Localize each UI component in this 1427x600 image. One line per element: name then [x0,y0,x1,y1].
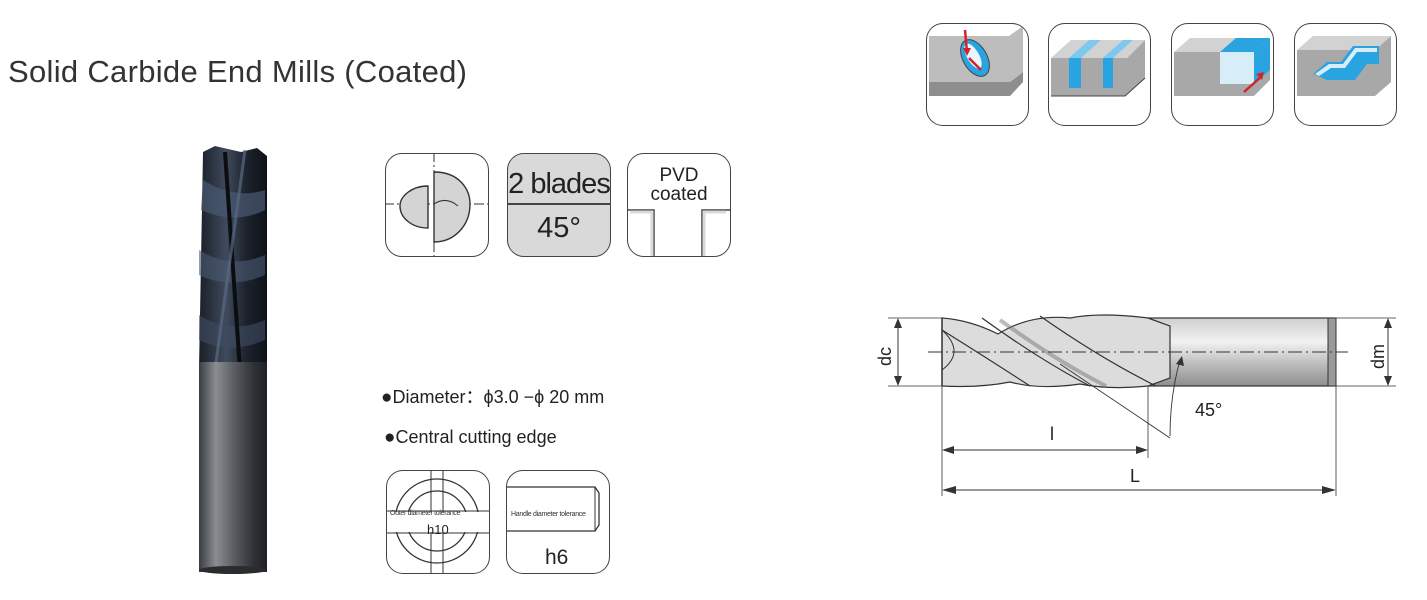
slotting-icon [1051,40,1146,97]
page-title: Solid Carbide End Mills (Coated) [8,54,468,89]
handle-diameter-icon [507,486,600,532]
blades-symbol: 2 blades 45° [507,153,611,257]
dc-label: dc [875,346,896,367]
diameter-text: Diameter：ϕ3.0 −ϕ 20 mm [392,387,605,407]
center-cut-symbol [385,153,489,257]
side-milling-icon [1174,38,1270,96]
handle-tolerance-caption: Handle diameter tolerance [511,511,586,518]
handle-tolerance-value: h6 [545,546,569,569]
overall-length-label: L [1130,466,1141,486]
central-cutting-feature: ●Central cutting edge [384,427,557,449]
application-slot-plunging [926,23,1029,126]
coating-symbol: PVD coated [627,153,731,257]
application-pocket-milling [1294,23,1397,126]
dm-label: dm [1368,343,1389,370]
coating-label: PVD coated [628,166,730,204]
bullet: ● [381,387,393,408]
application-side-milling [1171,23,1274,126]
divider [508,203,610,205]
end-mill-photo [199,146,267,574]
blades-count-label: 2 blades [508,168,610,200]
helix-angle-dim-label: 45° [1195,400,1223,420]
technical-drawing [888,314,1396,496]
coating-line2: coated [650,184,708,205]
pocket-milling-icon [1297,36,1391,96]
flute-length-label: l [1050,424,1054,444]
coating-line1: PVD [659,165,699,186]
application-slotting [1048,23,1151,126]
outer-tolerance-value: h10 [427,522,449,537]
handle-tolerance-symbol: Handle diameter tolerance h6 [506,470,610,574]
slot-plunging-icon [929,26,1023,96]
bullet: ● [384,427,396,448]
helix-angle-label: 45° [537,212,581,244]
outer-tolerance-caption: Outer diameter tolerance [390,510,461,517]
diameter-feature: ●Diameter：ϕ3.0 −ϕ 20 mm [381,383,604,409]
outer-diameter-icon [387,471,489,573]
center-cut-icon [386,154,488,256]
coating-layer-icon [628,209,730,256]
central-cutting-text: Central cutting edge [395,427,557,447]
outer-tolerance-symbol: Outer diameter tolerance h10 [386,470,490,574]
